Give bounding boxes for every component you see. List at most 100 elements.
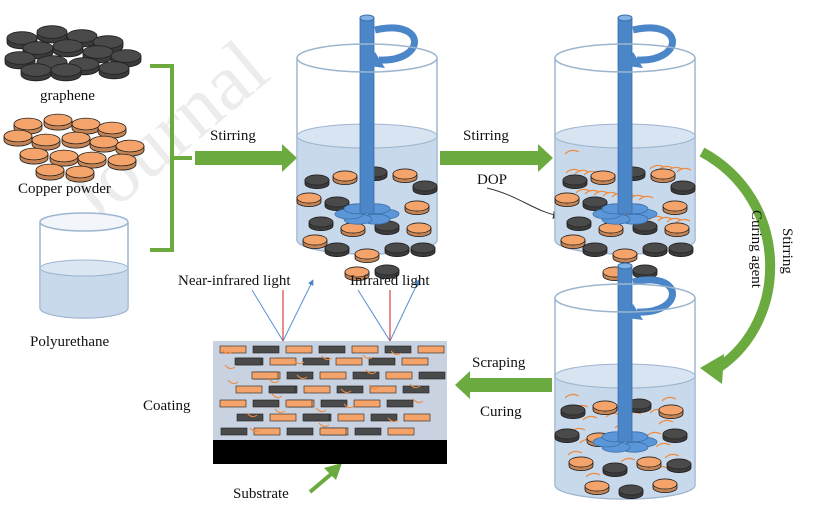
graphene-flake <box>220 427 248 436</box>
copper-particle <box>392 168 418 184</box>
graphene-flake <box>336 385 364 394</box>
graphene-flake <box>642 242 668 258</box>
fiber-strand <box>646 431 662 437</box>
fiber-strand <box>649 164 665 170</box>
label-stirring-3: Stirring <box>779 228 795 274</box>
copper-particle <box>269 357 297 366</box>
graphene-flake <box>304 174 330 190</box>
label-graphene: graphene <box>40 88 95 104</box>
arrow-substrate <box>308 463 342 494</box>
graphene-flake <box>324 242 350 258</box>
graphene-flake <box>384 242 410 258</box>
mixing-beaker-2 <box>554 14 696 282</box>
copper-particle <box>269 413 297 422</box>
arrow-curve-down <box>699 147 775 384</box>
copper-particle <box>351 345 379 354</box>
mixing-beaker-3 <box>554 262 696 500</box>
copper-particle <box>340 222 366 238</box>
copper-particle <box>302 234 328 250</box>
fiber-strand <box>368 384 380 390</box>
copper-particle <box>19 147 49 165</box>
fiber-strand <box>249 427 261 433</box>
copper-particle <box>353 399 381 408</box>
copper-particle <box>592 400 618 416</box>
graphene-flake <box>20 63 52 82</box>
graphene-flake <box>318 345 346 354</box>
label-stirring-1: Stirring <box>210 128 256 144</box>
near-infrared-rays <box>251 279 314 342</box>
fiber-strand <box>221 349 233 355</box>
graphene-flake <box>582 242 608 258</box>
fiber-strand <box>574 169 590 175</box>
fiber-strand <box>567 450 583 456</box>
copper-particle <box>335 357 363 366</box>
copper-particle <box>332 170 358 186</box>
label-dop: DOP <box>477 172 507 188</box>
copper-particle <box>285 345 313 354</box>
label-scraping: Scraping <box>472 355 526 371</box>
fiber-strand <box>676 167 692 173</box>
copper-particle <box>35 163 65 181</box>
fiber-strand <box>365 369 377 375</box>
graphene-flake <box>52 39 84 58</box>
graphene-flake <box>386 399 414 408</box>
copper-particle <box>97 121 127 139</box>
fiber-strand <box>661 396 677 402</box>
graphene-flake <box>412 180 438 196</box>
graphene-flake <box>662 428 688 444</box>
coating-layer <box>213 341 447 440</box>
arrow-to-mix-2 <box>440 144 553 172</box>
copper-particle <box>401 357 429 366</box>
fiber-strand <box>620 457 636 463</box>
copper-particle <box>49 149 79 167</box>
label-coating: Coating <box>143 398 191 414</box>
graphene-flake <box>368 357 396 366</box>
mixing-beaker-1 <box>296 14 438 282</box>
graphene-flake <box>370 413 398 422</box>
graphene-flake <box>354 427 382 436</box>
polyurethane-beaker <box>39 212 129 319</box>
copper-particle <box>337 413 365 422</box>
copper-particle <box>3 129 33 147</box>
graphene-flake <box>566 216 592 232</box>
graphene-flake <box>324 196 350 212</box>
copper-powder-pile <box>3 113 145 183</box>
stirrer-shaft <box>617 17 633 215</box>
graphene-flake <box>50 63 82 82</box>
stirrer-impeller <box>592 203 658 225</box>
merge-bracket <box>150 64 192 252</box>
graphene-flake <box>560 404 586 420</box>
copper-particle <box>369 385 397 394</box>
arrow-to-mix-1 <box>195 144 297 172</box>
fiber-strand <box>271 393 283 399</box>
graphene-flake <box>302 357 330 366</box>
copper-particle <box>404 200 430 216</box>
fiber-strand <box>602 191 618 197</box>
fiber-strand <box>224 364 236 370</box>
copper-particle <box>115 139 145 157</box>
graphene-flake <box>302 413 330 422</box>
fiber-strand <box>227 379 239 385</box>
fiber-strand <box>246 412 258 418</box>
copper-particle <box>31 133 61 151</box>
dop-arrow <box>486 187 561 219</box>
fiber-strand <box>318 422 330 428</box>
graphene-flake <box>320 399 348 408</box>
copper-particle <box>219 399 247 408</box>
graphene-flake <box>602 462 628 478</box>
rotation-arrow-icon <box>632 24 676 64</box>
graphene-flake <box>234 357 262 366</box>
copper-particle <box>303 385 331 394</box>
fiber-strand <box>593 190 609 196</box>
graphene-pile <box>4 25 142 82</box>
fiber-strand <box>296 374 308 380</box>
fiber-strand <box>582 415 598 421</box>
fiber-strand <box>658 419 674 425</box>
fiber-strand <box>293 359 305 365</box>
fiber-strand <box>584 189 600 195</box>
graphene-flake <box>308 216 334 232</box>
label-substrate: Substrate <box>233 486 289 502</box>
graphene-flake <box>236 413 264 422</box>
copper-particle <box>652 478 678 494</box>
